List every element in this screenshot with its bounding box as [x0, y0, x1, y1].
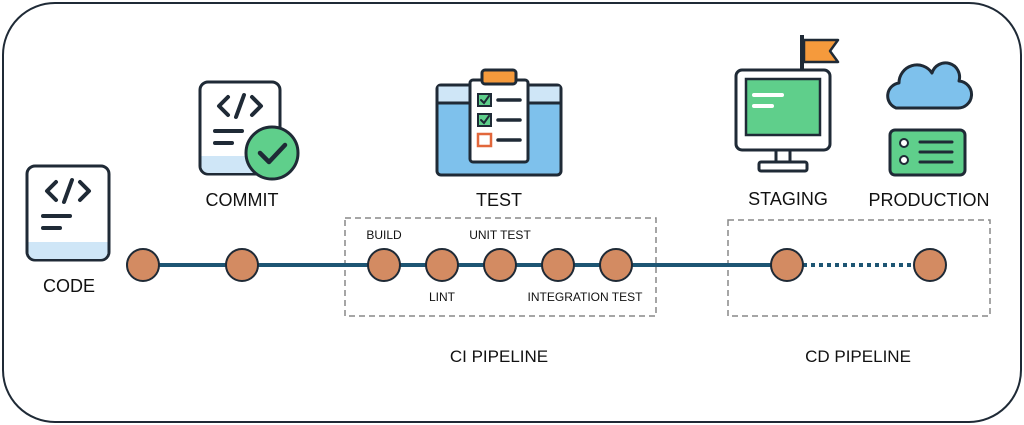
pipeline-nodes [126, 248, 947, 282]
node-code [126, 248, 160, 282]
ci-pipeline-label: CI PIPELINE [450, 347, 548, 366]
integration-test-label: INTEGRATION TEST [528, 290, 644, 304]
node-build [367, 248, 401, 282]
code-label: CODE [43, 276, 95, 296]
production-label: PRODUCTION [869, 190, 990, 210]
test-label: TEST [476, 190, 522, 210]
code-file-checkmark-icon [198, 80, 300, 181]
node-unit-test [483, 248, 517, 282]
lint-label: LINT [429, 290, 456, 304]
code-file-icon [25, 164, 111, 262]
staging-monitor-flag-icon [734, 35, 840, 173]
node-staging [770, 248, 804, 282]
node-commit [225, 248, 259, 282]
node-test-end [599, 248, 633, 282]
commit-label: COMMIT [206, 190, 279, 210]
node-lint [425, 248, 459, 282]
cd-pipeline-label: CD PIPELINE [805, 347, 911, 366]
node-integration-test [541, 248, 575, 282]
cd-pipeline-box [727, 219, 991, 317]
build-label: BUILD [366, 228, 402, 242]
unit-test-label: UNIT TEST [469, 228, 531, 242]
staging-label: STAGING [748, 189, 828, 209]
node-production [913, 248, 947, 282]
test-clipboard-icon [435, 68, 563, 177]
production-cloud-server-icon [886, 61, 973, 177]
